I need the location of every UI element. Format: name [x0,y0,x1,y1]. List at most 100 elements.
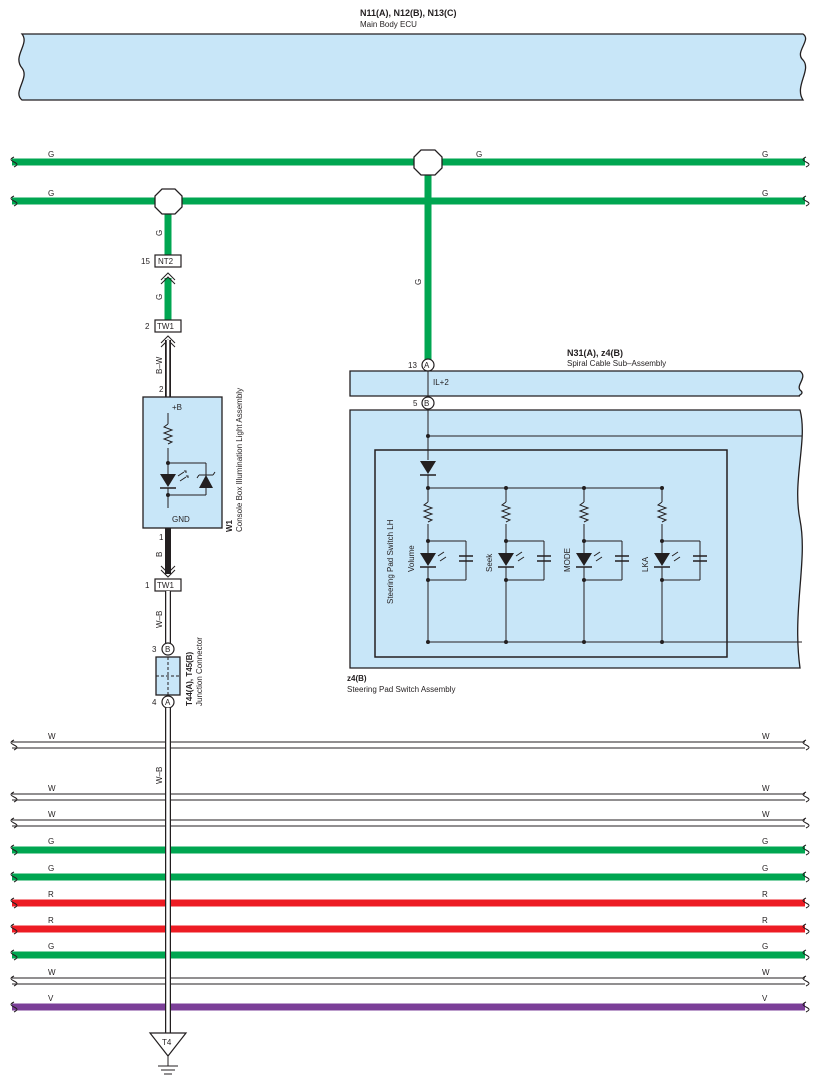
main-body-ecu-box [18,33,807,101]
switch-label-mode: MODE [563,548,572,572]
tw1-top-connector [154,319,182,333]
steering-pad-name: Steering Pad Switch Assembly [347,685,456,694]
lower-bus-left-color: W [48,732,56,741]
ground-label: T4 [162,1038,172,1047]
console-zener-icon [199,475,213,488]
steering-pad-circuit [420,409,802,643]
tw1-bottom-label: TW1 [157,581,174,590]
nt2-pin: 15 [141,257,150,266]
nt2-male-terminal [160,272,176,285]
spiral-letter-b: B [424,399,429,408]
lower-bus-right-color: R [762,890,768,899]
main-body-ecu-name: Main Body ECU [360,20,417,29]
lower-bus-right-color: W [762,968,770,977]
nt2-connector [154,254,182,268]
console-circuit [160,413,216,508]
switch-led-icon [576,553,592,566]
switch-leg-seek: Seek [485,486,551,644]
steering-pad-inner-label: Steering Pad Switch LH [386,519,395,604]
spiral-letter-a: A [424,361,430,370]
console-light-name: Console Box Illumination Light Assembly [235,388,244,532]
lower-bus-left-color: V [48,994,54,1003]
console-pin-bottom: 1 [159,533,164,542]
ground-icon [158,1056,178,1075]
lower-bus-right-color: V [762,994,768,1003]
spiral-cable-code: N31(A), z4(B) [567,348,623,358]
nt2-connector-label: NT2 [158,257,174,266]
bus1-right-color: G [762,150,768,159]
console-wire-g-upper: G [155,230,164,236]
console-wire-bw-label: B–W [155,356,164,374]
junction-letter-a: A [165,698,171,707]
switch-leg-volume: Volume [407,486,473,644]
junction-code: T44(A), T45(B) [185,651,194,706]
console-light-code: W1 [225,519,234,532]
lower-bus-left-color: R [48,916,54,925]
lower-bus-left-color: G [48,864,54,873]
lower-bus-right-color: G [762,837,768,846]
lower-bus-right-color: W [762,810,770,819]
junction-pin-b-number: 3 [152,645,157,654]
steering-pad-code: z4(B) [347,674,367,683]
spiral-cable-box [349,370,804,397]
junction-pin-b [161,642,175,656]
tw1-top-pin: 2 [145,322,150,331]
lower-bus-right-color: R [762,916,768,925]
console-wire-b-label: B [155,552,164,557]
switch-led-icon [420,553,436,566]
green-bus-line-1 [10,156,810,168]
switch-label-volume: Volume [407,545,416,572]
bus2-left-color: G [48,189,54,198]
switch-led-icon [654,553,670,566]
splice-octagon-2 [154,188,183,215]
lower-bus-left-color: W [48,968,56,977]
tw1-bottom-terminal [160,565,176,578]
switch-leg-lka: LKA [641,486,707,644]
spiral-wire-color: G [414,279,423,285]
main-body-ecu-code: N11(A), N12(B), N13(C) [360,8,457,18]
spiral-signal: IL+2 [433,378,449,387]
bus1-left-color: G [48,150,54,159]
spiral-cable-name: Spiral Cable Sub–Assembly [567,359,666,368]
splice-octagon-1 [413,149,443,176]
tw1-top-label: TW1 [157,322,174,331]
switch-led-icon [498,553,514,566]
lower-bus-right-color: W [762,732,770,741]
junction-name: Junction Connector [195,637,204,706]
console-wire-wb-lower-label: W–B [155,767,164,784]
lower-bus-left-color: W [48,810,56,819]
lower-bus-left-color: R [48,890,54,899]
lower-bus-left-color: G [48,942,54,951]
junction-letter-b: B [165,645,170,654]
switch-label-lka: LKA [641,556,650,572]
switch-leg-mode: MODE [563,486,629,644]
spiral-pin-a-number: 13 [408,361,417,370]
switch-label-seek: Seek [485,553,494,572]
console-led-icon [160,474,176,487]
console-wire-wb-upper-label: W–B [155,611,164,628]
lower-bus-right-color: G [762,942,768,951]
console-wire-g-lower: G [155,294,164,300]
console-plus-b: +B [172,403,182,412]
junction-pin-a-number: 4 [152,698,157,707]
tw1-bottom-pin: 1 [145,581,150,590]
bus2-right-color: G [762,189,768,198]
steering-input-diode-icon [420,461,436,474]
ground-triangle [148,1032,188,1057]
lower-bus-right-color: G [762,864,768,873]
lower-bus-right-color: W [762,784,770,793]
bus1-mid-color: G [476,150,482,159]
green-bus-line-2 [10,195,810,207]
lower-bus-left-color: W [48,784,56,793]
